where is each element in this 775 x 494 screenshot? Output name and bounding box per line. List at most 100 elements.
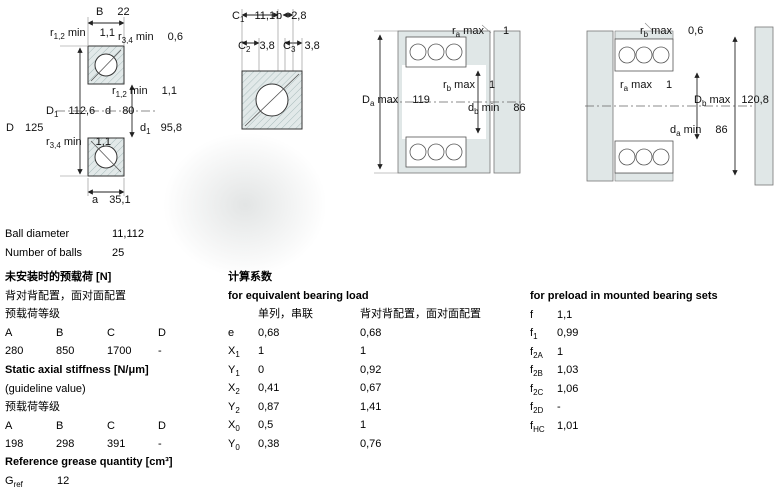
dim-r12-min-inner: r1,2 min 1,1: [112, 85, 177, 100]
preload-header-D: D: [158, 326, 166, 339]
dim-D-outer: D 125: [6, 122, 43, 134]
factor-v2: 0,68: [360, 326, 382, 339]
factor-value: -: [557, 401, 561, 413]
dim-value: 0,6: [167, 31, 183, 43]
factor-v2: 1: [360, 345, 367, 357]
factor-label: f1: [530, 327, 538, 342]
factor-label: f2A: [530, 345, 543, 360]
stiffness-section: Static axial stiffness [N/μm] (guideline…: [5, 361, 166, 454]
dim-value: 119: [412, 94, 430, 106]
dim-label: r1,2 min: [50, 27, 86, 42]
preload-class-label: 预载荷等级: [5, 308, 60, 320]
preload-value-D: -: [158, 345, 162, 357]
stiffness-class-headers: A B C D: [5, 417, 166, 436]
dim-label: D1: [46, 105, 59, 120]
calc-factors-section: 计算系数 for equivalent bearing load 单列，串联背对…: [228, 268, 481, 453]
calc-row-X2: X2 0,41 0,67: [228, 379, 481, 398]
dim-value: 1: [503, 25, 510, 37]
dim-value: 1: [489, 79, 496, 91]
dim-label: Da max: [362, 94, 399, 109]
dim-value: 3,8: [259, 40, 275, 52]
grease-label: Gref: [5, 474, 23, 489]
factor-label: X2: [228, 382, 240, 397]
dim-value: 120,8: [741, 94, 769, 106]
dim-r12-min-top: r1,2 min 1,1: [50, 27, 115, 42]
dim-value: 3,8: [304, 40, 320, 52]
factor-label: f: [530, 308, 534, 321]
preload-header-C: C: [107, 326, 115, 339]
stiffness-header-A: A: [5, 419, 13, 432]
dim-d-bore: d 80: [105, 105, 134, 117]
factor-value: 1,1: [557, 308, 573, 321]
dim-label: B: [96, 6, 104, 18]
dim-label: r1,2 min: [112, 85, 148, 100]
dim-C2: C2 3,8: [238, 40, 275, 55]
preload-factors-title: for preload in mounted bearing sets: [530, 290, 718, 302]
stiffness-header-B: B: [56, 419, 64, 432]
stiffness-header-D: D: [158, 419, 166, 432]
dim-r34-min-inner: r3,4 min 1,1: [46, 136, 111, 150]
dim-label: C3: [283, 40, 296, 55]
dim-label: da min: [670, 124, 702, 139]
calc-section-subtitle: for equivalent bearing load: [228, 289, 369, 302]
stiffness-value-B: 298: [56, 438, 75, 450]
dim-value: 1: [666, 79, 673, 91]
factor-v2: 0,67: [360, 382, 382, 394]
dim-value: 1,1: [99, 27, 115, 39]
dim-label: ra max: [620, 79, 652, 94]
dim-ra-max-2: ra max 1: [620, 79, 673, 94]
grease-value: 12: [57, 474, 70, 487]
dim-rb-max: rb max 1: [443, 79, 496, 93]
dim-value: 125: [25, 122, 44, 134]
factor-v2: 0,76: [360, 437, 382, 450]
bearing-cross-section-drawing: [56, 17, 156, 196]
dim-label: a: [92, 194, 99, 206]
dim-db-min: db min 86: [468, 102, 526, 116]
factor-label: X1: [228, 345, 240, 360]
stiffness-value-D: -: [158, 438, 162, 450]
dim-C1: C1 11,1: [232, 10, 275, 24]
dim-da-min: da min 86: [670, 124, 728, 139]
factor-v1: 1: [258, 345, 265, 357]
dim-label: b: [276, 10, 283, 22]
preload-section-title: 未安装时的预载荷 [N]: [5, 271, 112, 283]
factor-label: f2C: [530, 382, 544, 397]
dim-value: 86: [715, 124, 728, 136]
stiffness-value-A: 198: [5, 438, 24, 450]
factor-row-f: f 1,1: [530, 306, 718, 325]
stiffness-section-title: Static axial stiffness [N/μm]: [5, 364, 149, 376]
factor-v1: 0,41: [258, 382, 280, 394]
dim-C3: C3 3,8: [283, 40, 320, 55]
preload-factors-section: for preload in mounted bearing sets f 1,1…: [530, 287, 718, 435]
dim-r34-min-top: r3,4 min 0,6: [118, 31, 183, 45]
calc-section-title: 计算系数: [228, 271, 272, 283]
factor-row-f2D: f2D -: [530, 398, 718, 417]
stiffness-guideline-note: (guideline value): [5, 382, 86, 395]
dim-rb-max-2: rb max 0,6: [640, 25, 703, 39]
dim-label: d1: [140, 122, 151, 137]
dim-label: d: [105, 105, 112, 117]
dim-label: C2: [238, 40, 251, 55]
number-of-balls-label: Number of balls: [5, 246, 83, 259]
calc-col2-header: 背对背配置，面对面配置: [360, 308, 481, 320]
stiffness-header-C: C: [107, 419, 115, 432]
factor-label: f2B: [530, 364, 543, 379]
factor-label: f2D: [530, 401, 544, 416]
preload-header-B: B: [56, 326, 64, 339]
dim-value: 86: [513, 102, 526, 114]
ball-diameter-label: Ball diameter: [5, 228, 70, 240]
factor-v2: 1: [360, 419, 367, 431]
factor-value: 1,06: [557, 382, 579, 395]
factor-label: X0: [228, 419, 240, 434]
stiffness-class-label: 预载荷等级: [5, 401, 60, 413]
